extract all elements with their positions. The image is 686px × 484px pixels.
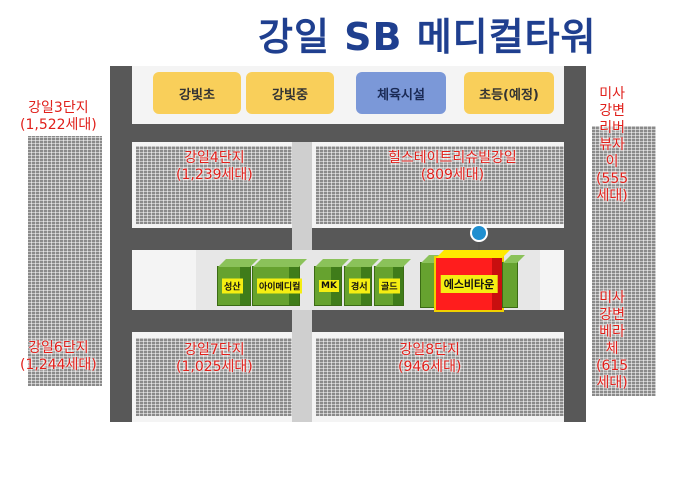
city-block-right	[586, 66, 662, 422]
complex-c6-units: (1,244세대)	[20, 357, 97, 373]
school-gangbit-elementary: 강빛초	[153, 72, 241, 114]
complex-c3-label: 강일3단지 (1,522세대)	[20, 100, 97, 134]
bus-stop-pole	[478, 242, 480, 252]
road-middle-horizontal	[110, 228, 586, 250]
building-sbtown-label: 에스비타운	[440, 275, 498, 293]
city-block-left	[20, 66, 110, 422]
building-gyeongseo-label: 경서	[349, 278, 370, 294]
misa-bellaje-line: 체	[605, 341, 619, 357]
sports-facility: 체육시설	[356, 72, 446, 114]
building-seongsan-label: 성산	[222, 278, 243, 294]
complex-c7-label: 강일7단지 (1,025세대)	[176, 342, 253, 376]
complex-c7-name: 강일7단지	[184, 342, 245, 358]
city-block-c7	[136, 338, 292, 416]
buildings-image	[28, 136, 102, 386]
misa-riverview-line: 리버	[599, 120, 625, 136]
complex-c8-label: 강일8단지 (946세대)	[398, 342, 461, 376]
misa-riverview-line: 강변	[599, 103, 625, 119]
page-title: 강일 SB 메디컬타워	[258, 15, 597, 59]
building-gold: 골드	[374, 259, 411, 306]
misa-bellaje-line: (615	[596, 358, 629, 374]
buildings-image	[592, 126, 656, 396]
complex-c8-units: (946세대)	[398, 359, 462, 375]
complex-c8-name: 강일8단지	[399, 342, 460, 358]
city-block-c8	[316, 338, 564, 416]
city-block-c4	[136, 146, 292, 224]
building-imedical-label: 아이메디컬	[257, 278, 303, 294]
city-block-hills	[316, 146, 564, 224]
misa-bellaje-line: 세대)	[596, 375, 628, 391]
complex-hills-label: 힐스테이트리슈빌강일 (809세대)	[388, 150, 517, 184]
misa-riverview-line: 뷰자	[599, 137, 625, 153]
misa-bellaje-line: 강변	[599, 307, 625, 323]
building-seongsan: 성산	[217, 259, 258, 306]
bus-stop-icon	[470, 224, 488, 242]
road-lower-horizontal	[110, 310, 586, 332]
building-gyeongseo: 경서	[344, 259, 379, 306]
complex-c6-name: 강일6단지	[28, 340, 89, 356]
map-area	[20, 66, 662, 422]
building-side	[240, 267, 250, 305]
complex-hills-units: (809세대)	[420, 167, 485, 183]
complex-misa-riverview-label: 미사 강변 리버 뷰자 이 (555 세대)	[596, 86, 628, 205]
building-mk-label: MK	[319, 280, 339, 292]
complex-c3-units: (1,522세대)	[20, 117, 97, 133]
complex-c6-label: 강일6단지 (1,244세대)	[20, 340, 97, 374]
complex-c4-label: 강일4단지 (1,239세대)	[176, 150, 253, 184]
building-imedical: 아이메디컬	[252, 259, 307, 306]
complex-misa-bellaje-label: 미사 강변 베라 체 (615 세대)	[596, 290, 628, 392]
building-sbtown-highlight: 에스비타운	[434, 250, 510, 312]
elementary-planned: 초등(예정)	[464, 72, 554, 114]
building-unnamed	[502, 255, 525, 308]
building-top	[253, 259, 307, 267]
complex-hills-name: 힐스테이트리슈빌강일	[388, 150, 517, 166]
complex-c4-units: (1,239세대)	[176, 167, 253, 183]
school-gangbit-middle: 강빛중	[246, 72, 334, 114]
misa-riverview-line: 세대)	[596, 188, 628, 204]
road-top-horizontal	[110, 124, 586, 142]
misa-riverview-line: 미사	[599, 86, 625, 102]
complex-c7-units: (1,025세대)	[176, 359, 253, 375]
building-top	[436, 250, 510, 258]
misa-bellaje-line: 미사	[599, 290, 625, 306]
misa-riverview-line: (555	[596, 171, 629, 187]
misa-bellaje-line: 베라	[599, 324, 625, 340]
misa-riverview-line: 이	[605, 154, 619, 170]
building-mk: MK	[314, 259, 349, 306]
complex-c4-name: 강일4단지	[184, 150, 245, 166]
building-gold-label: 골드	[379, 278, 400, 294]
complex-c3-name: 강일3단지	[28, 100, 89, 116]
